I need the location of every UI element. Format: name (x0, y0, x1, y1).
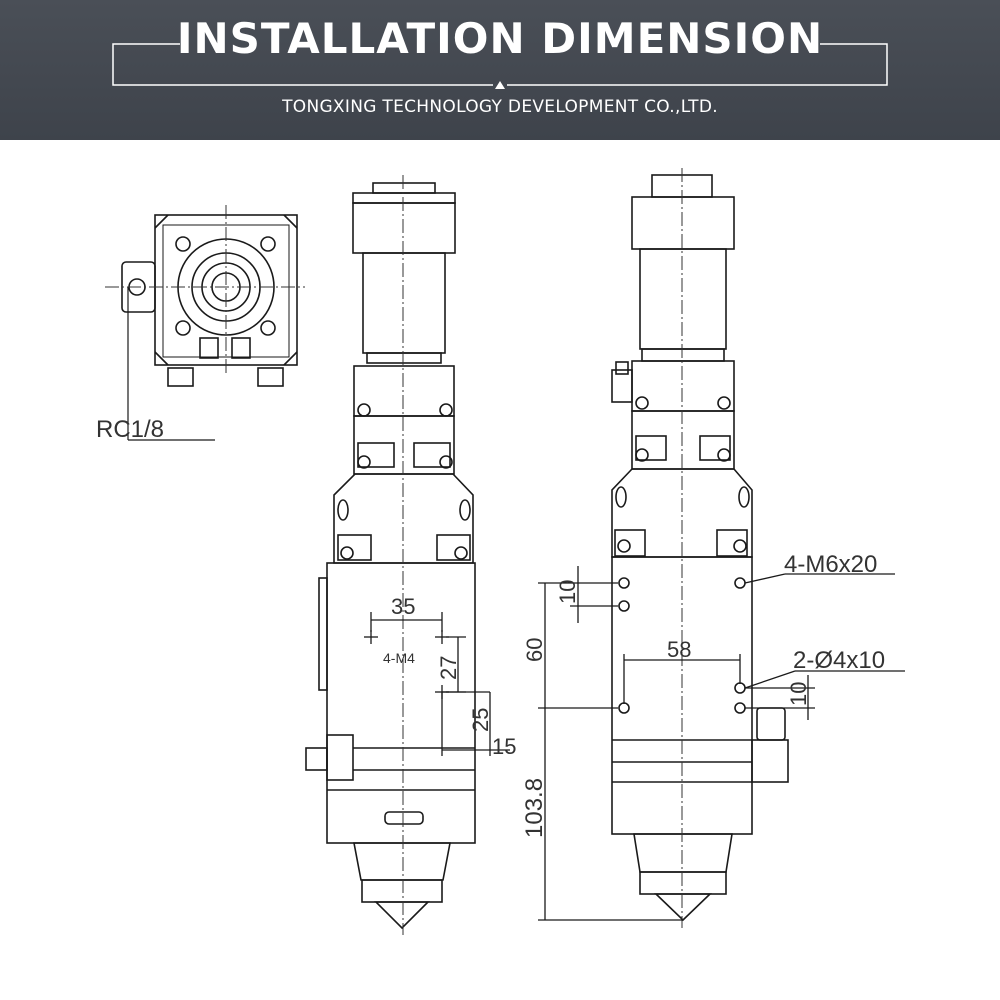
m4-holes-label: 4-M4 (383, 650, 415, 666)
triangle-marker-icon (495, 81, 505, 89)
dim-58-label: 58 (667, 637, 691, 662)
dim-27-label: 27 (436, 656, 461, 680)
technical-drawing: RC1/8 35 4-M4 27 25 15 4-M6x20 10 60 58 … (96, 168, 905, 935)
front-view (305, 182, 476, 930)
company-name: TONGXING TECHNOLOGY DEVELOPMENT CO.,LTD. (282, 97, 718, 117)
dim-60-label: 60 (522, 638, 547, 662)
center-lines (105, 168, 683, 935)
dim-10-top-label: 10 (555, 580, 580, 604)
dim-10-right-label: 10 (786, 682, 811, 706)
dimension-lines (364, 566, 905, 921)
top-view (121, 214, 298, 441)
header-banner: INSTALLATION DIMENSION TONGXING TECHNOLO… (0, 0, 1000, 140)
title-frame (112, 43, 888, 89)
thread-label: RC1/8 (96, 416, 164, 443)
dim-103-8-label: 103.8 (521, 778, 548, 838)
m6-holes-label: 4-M6x20 (784, 551, 877, 578)
dia4-holes-label: 2-Ø4x10 (793, 647, 885, 674)
side-view (611, 174, 789, 922)
page-title: INSTALLATION DIMENSION (176, 14, 824, 63)
dim-35-label: 35 (391, 594, 415, 619)
dim-25-label: 25 (468, 708, 493, 732)
dim-15-label: 15 (492, 734, 516, 759)
